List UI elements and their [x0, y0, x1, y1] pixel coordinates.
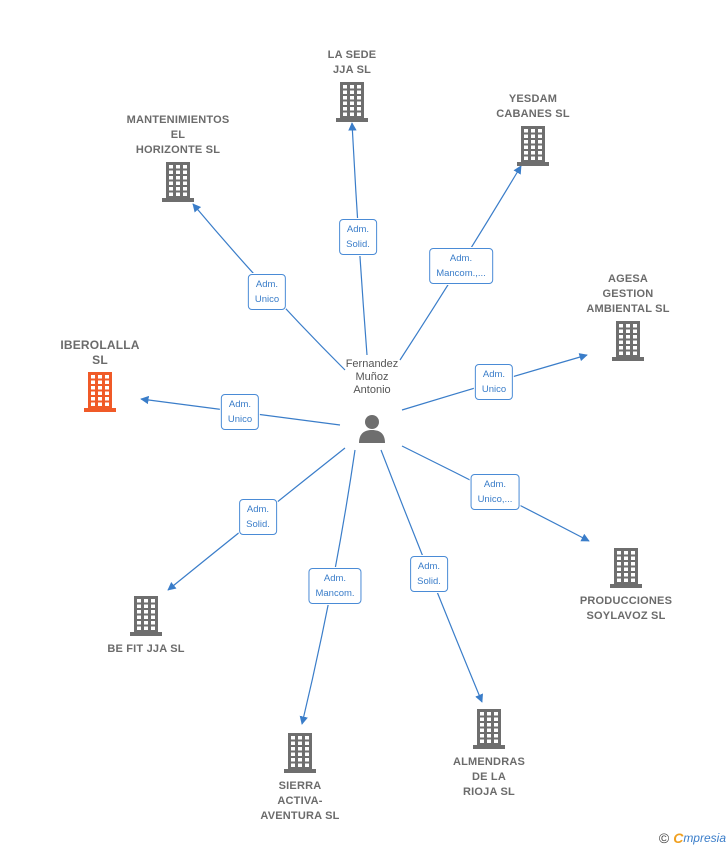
company-node-la-sede[interactable]: LA SEDE JJA SL — [277, 48, 427, 122]
building-icon — [84, 372, 116, 412]
building-icon — [473, 709, 505, 749]
role-label-iberolalla[interactable]: Adm. Unico — [220, 394, 260, 430]
company-node-yesdam[interactable]: YESDAM CABANES SL — [458, 92, 608, 166]
company-name: MANTENIMIENTOS EL HORIZONTE SL — [126, 114, 230, 156]
role-label-sierra[interactable]: Adm. Mancom. — [308, 568, 362, 604]
role-label-producciones[interactable]: Adm. Unico,... — [470, 474, 520, 510]
role-label-la-sede[interactable]: Adm. Solid. — [339, 219, 377, 255]
footer-brand: © C mpresia — [659, 830, 726, 846]
company-name: SIERRA ACTIVA- AVENTURA SL — [260, 780, 340, 822]
role-label-befit[interactable]: Adm. Solid. — [239, 499, 277, 535]
building-icon — [612, 321, 644, 361]
company-name: IBEROLALLA SL — [60, 338, 140, 367]
building-icon — [162, 162, 194, 202]
copyright-symbol: © — [658, 830, 670, 846]
building-icon — [517, 126, 549, 166]
brand-name: mpresia — [683, 831, 726, 845]
building-icon — [130, 596, 162, 636]
company-node-sierra[interactable]: SIERRA ACTIVA- AVENTURA SL — [225, 733, 375, 824]
company-node-mantenimientos[interactable]: MANTENIMIENTOS EL HORIZONTE SL — [103, 113, 253, 202]
company-name: BE FIT JJA SL — [107, 643, 185, 655]
building-icon — [284, 733, 316, 773]
company-node-agesa[interactable]: AGESA GESTION AMBIENTAL SL — [553, 272, 703, 361]
person-node[interactable]: Fernandez Muñoz Antonio — [322, 358, 422, 443]
company-name: PRODUCCIONES SOYLAVOZ SL — [579, 595, 673, 622]
brand-initial: C — [673, 830, 684, 846]
role-label-agesa[interactable]: Adm. Unico — [474, 364, 514, 400]
company-node-iberolalla[interactable]: IBEROLALLA SL — [25, 338, 175, 412]
building-icon — [336, 82, 368, 122]
person-icon — [359, 415, 385, 443]
company-name: ALMENDRAS DE LA RIOJA SL — [452, 756, 526, 798]
company-name: AGESA GESTION AMBIENTAL SL — [586, 273, 670, 315]
role-label-yesdam[interactable]: Adm. Mancom.,... — [429, 248, 493, 284]
role-label-mantenimientos[interactable]: Adm. Unico — [247, 274, 287, 310]
company-node-befit[interactable]: BE FIT JJA SL — [71, 596, 221, 657]
person-name: Fernandez Muñoz Antonio — [345, 358, 399, 397]
building-icon — [610, 548, 642, 588]
company-node-almendras[interactable]: ALMENDRAS DE LA RIOJA SL — [414, 709, 564, 800]
role-label-almendras[interactable]: Adm. Solid. — [410, 556, 448, 592]
company-node-producciones[interactable]: PRODUCCIONES SOYLAVOZ SL — [551, 548, 701, 624]
company-name: YESDAM CABANES SL — [496, 93, 570, 120]
company-name: LA SEDE JJA SL — [327, 49, 377, 76]
